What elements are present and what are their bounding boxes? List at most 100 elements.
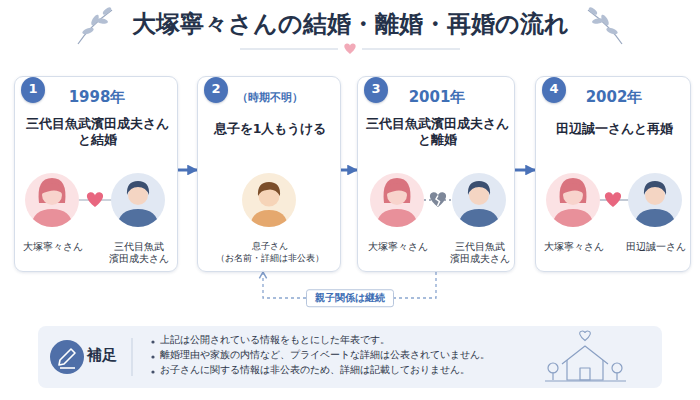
text-run: 大塚寧々さん [544, 241, 604, 252]
step-number-text: 1 [21, 81, 45, 98]
bullet-dot [151, 340, 154, 343]
heart-icon [605, 192, 621, 207]
note-divider [132, 338, 133, 376]
text-run: 濱田成夫さん [109, 253, 169, 264]
pencil-line [60, 367, 75, 369]
heart-crack [436, 196, 440, 207]
broken-heart [430, 192, 446, 207]
leaf [81, 27, 94, 36]
person-name: 三代目魚武 濱田成夫さん [446, 241, 514, 266]
title-ornament [78, 10, 622, 44]
text-run: 田辺誠一さん [626, 241, 686, 252]
text-run: 2001年 [409, 88, 466, 106]
woman-avatar [370, 173, 424, 230]
text-run: （お名前・詳細は非公表） [216, 253, 324, 263]
house-roof [562, 346, 608, 364]
leaf-stem [78, 10, 112, 44]
text-run: と離婚 [418, 132, 457, 147]
text-run: 田辺誠一さんと再婚 [556, 121, 673, 136]
person-name: 三代目魚武 濱田成夫さん [104, 241, 174, 266]
woman-avatar [25, 173, 79, 230]
flow-arrow [515, 169, 535, 172]
person-name: 大塚寧々さん [363, 241, 433, 253]
title-underline [240, 48, 338, 49]
text-run: 三代目魚武 [114, 241, 164, 252]
text-run: （時期不明） [237, 91, 303, 104]
person-name: 大塚寧々さん [539, 241, 609, 253]
text-run: 2 [211, 81, 220, 96]
text-run: 離婚理由や家族の内情など、プライベートな詳細は公表されていません。 [160, 349, 490, 360]
text-run: 上記は公開されている情報をもとにした年表です。 [160, 334, 390, 345]
step-number-text: 3 [364, 81, 388, 98]
text-run: 三代目魚武濱田成夫さん [366, 116, 509, 131]
note-text: 離婚理由や家族の内情など、プライベートな詳細は公表されていません。 [160, 349, 655, 361]
text-run: 1998年 [69, 88, 126, 106]
text-run: 三代目魚武 [455, 241, 505, 252]
leaf [102, 6, 113, 16]
timeline-card: 2001年三代目魚武濱田成夫さん と離婚大塚寧々さん 三代目魚武 濱田成夫さん 3 [357, 76, 515, 272]
timeline-card: 1998年三代目魚武濱田成夫さん と結婚大塚寧々さん 三代目魚武 濱田成夫さん 1 [14, 76, 178, 272]
tree-crown [548, 363, 558, 373]
person-name: 息子さん （お名前・詳細は非公表） [202, 241, 338, 264]
title-heart [344, 44, 355, 54]
house-door [580, 368, 590, 380]
leaf [96, 17, 109, 24]
text-run: 2002年 [586, 88, 643, 106]
leaf [588, 6, 599, 16]
step-number-text: 2 [204, 81, 228, 98]
heart-icon [87, 192, 103, 207]
leaf [605, 27, 618, 36]
house-heart [580, 331, 591, 340]
text-run: 息子を1人もうける [214, 121, 327, 136]
bullet-dot [151, 370, 154, 373]
pencil-badge [50, 340, 84, 374]
event-text: 三代目魚武濱田成夫さん と結婚 [21, 116, 173, 149]
text-run: 大塚寧々さんの結婚・離婚・再婚の流れ [132, 10, 569, 38]
house-wall [567, 360, 603, 380]
step-number: 2 [204, 77, 228, 103]
event-text: 田辺誠一さんと再婚 [540, 121, 688, 137]
person-name: 大塚寧々さん [18, 241, 88, 253]
note-panel-ground [38, 326, 662, 388]
step-number: 1 [21, 77, 45, 103]
diagram-title: 大塚寧々さんの結婚・離婚・再婚の流れ [0, 9, 700, 40]
title-underline [362, 48, 460, 49]
text-run: 親子関係は継続 [315, 292, 385, 303]
text-run: 補足 [87, 346, 117, 364]
text-run: 大塚寧々さん [23, 241, 83, 252]
text-run: と結婚 [78, 132, 117, 147]
step-number-text: 4 [542, 81, 566, 98]
pencil-body [59, 349, 75, 365]
text-run: お子さんに関する情報は非公表のため、詳細は記載しておりません。 [160, 364, 470, 375]
note-text: お子さんに関する情報は非公表のため、詳細は記載しておりません。 [160, 364, 655, 376]
bullet-dot [151, 355, 154, 358]
text-run: 大塚寧々さん [368, 241, 428, 252]
boy-avatar [242, 173, 296, 230]
note-text: 上記は公開されている情報をもとにした年表です。 [160, 334, 655, 346]
flow-arrow [341, 169, 357, 172]
leaf [592, 17, 605, 24]
ground-line [545, 380, 626, 381]
timeline-card: （時期不明） 息子を1人もうける息子さん （お名前・詳細は非公表） 2 [197, 76, 341, 272]
text-run: 息子さん [252, 241, 288, 251]
event-text: 息子を1人もうける [202, 121, 338, 137]
text-run: 濱田成夫さん [450, 253, 510, 264]
text-run: 3 [371, 81, 380, 96]
connector-label: 親子関係は継続 [306, 289, 394, 307]
text-run: 1 [28, 81, 37, 96]
text-run: 4 [549, 81, 558, 96]
flow-arrow [178, 169, 197, 172]
man-avatar [452, 173, 506, 230]
person-name: 田辺誠一さん [621, 241, 691, 253]
man-avatar [628, 173, 682, 230]
timeline-card: 2002年田辺誠一さんと再婚大塚寧々さん 田辺誠一さん 4 [535, 76, 691, 272]
step-number: 4 [542, 77, 566, 103]
woman-avatar [546, 173, 600, 230]
house-icon [545, 346, 626, 381]
event-text: 三代目魚武濱田成夫さん と離婚 [363, 116, 511, 149]
note-panel: 補足 上記は公開されている情報をもとにした年表です。離婚理由や家族の内情など、プラ… [38, 326, 662, 388]
man-avatar [111, 173, 165, 230]
pencil-icon [59, 349, 75, 368]
heart-shape [430, 192, 446, 207]
